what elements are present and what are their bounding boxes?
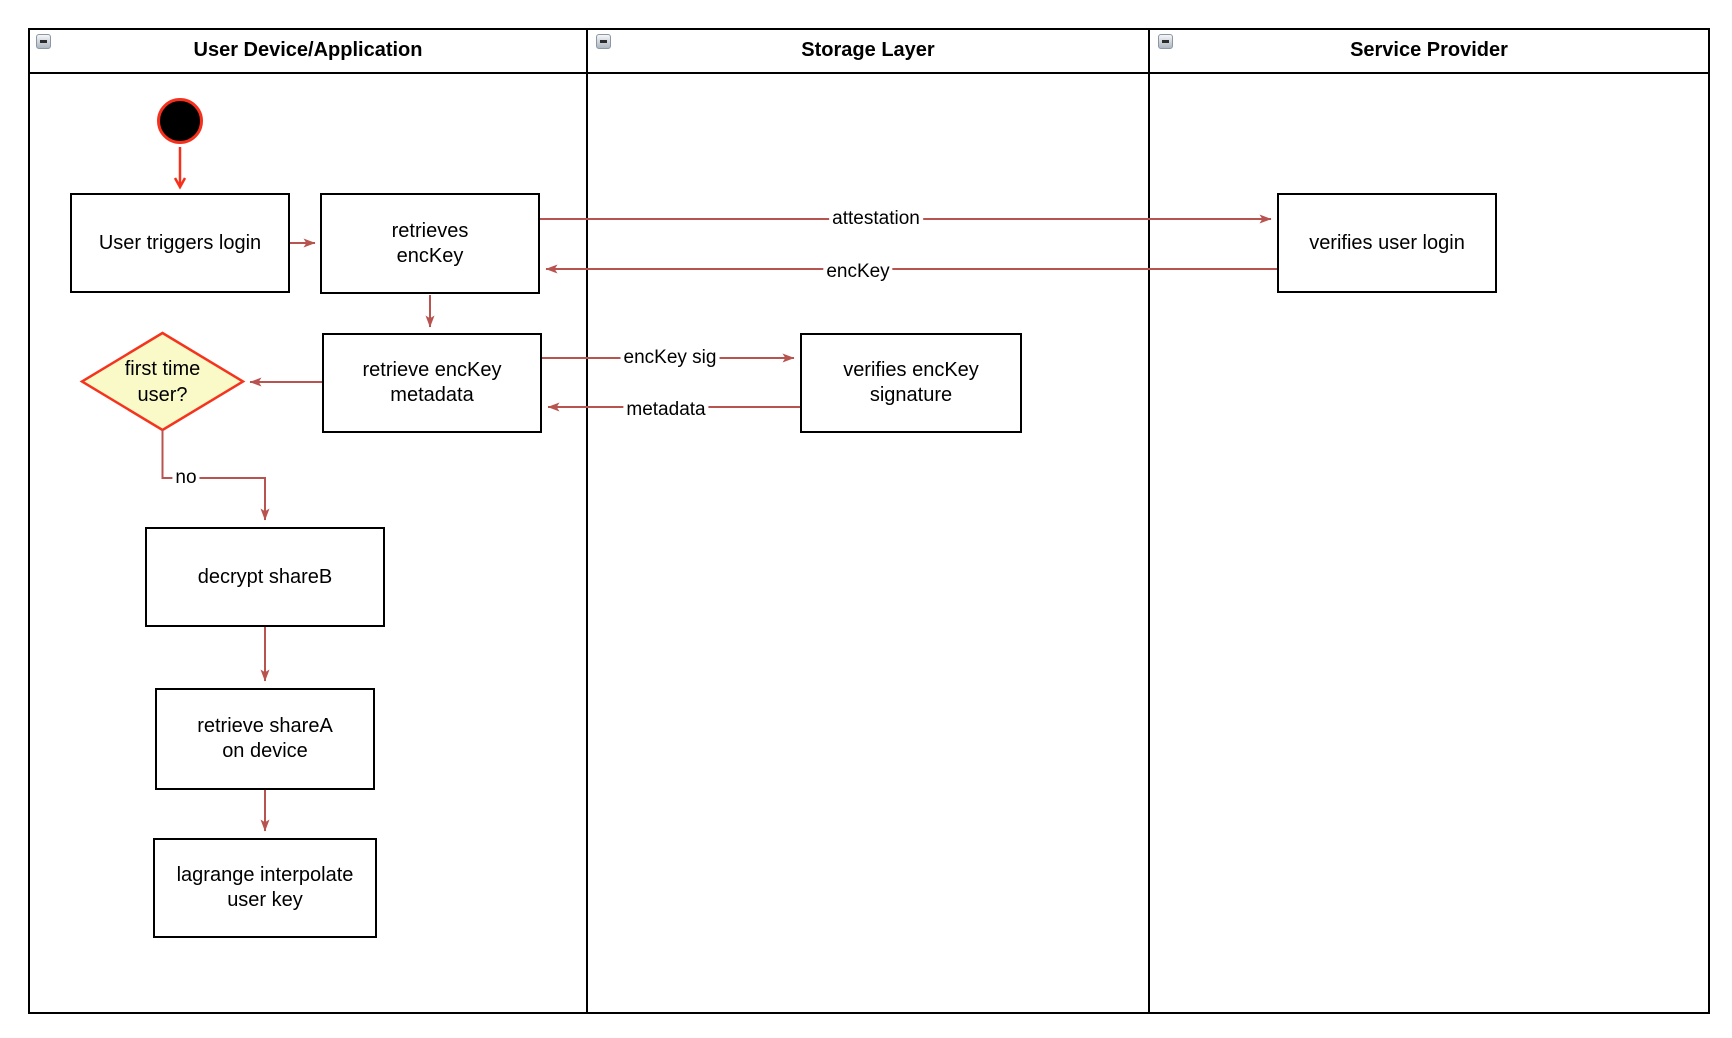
edge-label-enckey: encKey <box>823 261 893 283</box>
edge-label-no: no <box>172 467 200 489</box>
node-label: lagrange interpolate <box>176 864 354 886</box>
node-label: verifies user login <box>1309 231 1465 254</box>
lane-title-service-provider: Service Provider <box>1350 38 1508 61</box>
node-label: user key <box>227 889 303 911</box>
node-label: retrieve shareA <box>197 715 333 737</box>
node-retrieves-enckey[interactable]: retrieves encKey <box>320 193 540 294</box>
lane-separator-2 <box>1148 28 1150 1014</box>
edge-label-metadata: metadata <box>623 399 709 421</box>
collapse-minus-icon[interactable] <box>596 34 611 49</box>
node-retrieve-sharea[interactable]: retrieve shareA on device <box>155 688 375 790</box>
node-label: retrieves <box>391 219 469 242</box>
node-label: metadata <box>390 384 474 406</box>
minus-glyph <box>40 40 47 43</box>
minus-glyph <box>600 40 607 43</box>
node-user-triggers-login[interactable]: User triggers login <box>70 193 290 293</box>
node-retrieve-enckey-metadata[interactable]: retrieve encKey metadata <box>322 333 542 433</box>
minus-glyph <box>1162 40 1169 43</box>
start-node[interactable] <box>157 98 203 144</box>
lane-separator-1 <box>586 28 588 1014</box>
edge-label-attestation: attestation <box>829 208 923 230</box>
lane-header-divider <box>28 72 1710 74</box>
node-label: decrypt shareB <box>197 565 333 588</box>
decision-first-time-user[interactable]: first time user? <box>92 350 233 413</box>
node-verifies-user-login[interactable]: verifies user login <box>1277 193 1497 293</box>
node-label: retrieve encKey <box>362 359 502 381</box>
node-label: encKey <box>396 244 464 267</box>
edge-label-enckey-sig: encKey sig <box>620 347 720 369</box>
node-label: User triggers login <box>98 231 262 254</box>
node-label: verifies encKey <box>843 359 979 381</box>
node-label: user? <box>137 383 188 406</box>
lane-title-storage-layer: Storage Layer <box>801 38 935 61</box>
lane-title-user-device: User Device/Application <box>193 38 423 61</box>
collapse-minus-icon[interactable] <box>36 34 51 49</box>
node-label: first time <box>124 357 201 380</box>
node-label: on device <box>222 740 308 762</box>
node-label: signature <box>869 384 953 406</box>
node-verifies-enckey-signature[interactable]: verifies encKey signature <box>800 333 1022 433</box>
collapse-minus-icon[interactable] <box>1158 34 1173 49</box>
node-decrypt-shareb[interactable]: decrypt shareB <box>145 527 385 627</box>
node-lagrange-interpolate[interactable]: lagrange interpolate user key <box>153 838 377 938</box>
